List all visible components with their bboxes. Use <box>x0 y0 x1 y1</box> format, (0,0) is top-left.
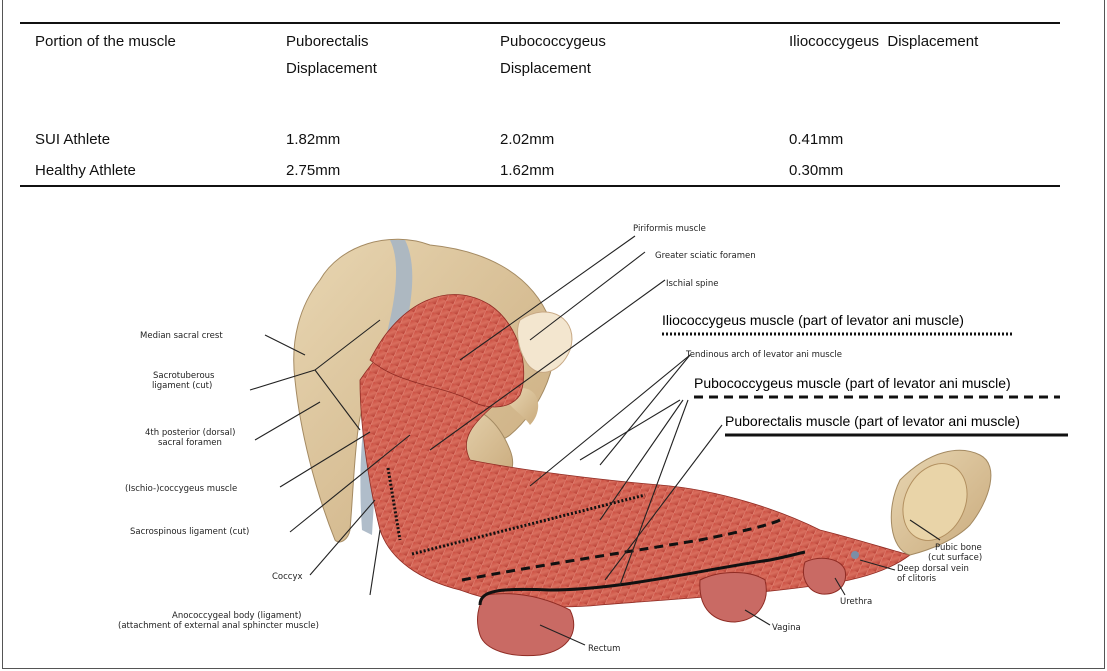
cell-puborectalis: 2.75mm <box>286 157 486 184</box>
cell-pubococcygeus: 2.02mm <box>500 126 700 153</box>
label-pubic-bone-1: Pubic bone <box>935 543 982 553</box>
label-median-sacral: Median sacral crest <box>140 331 223 341</box>
header-iliococcygeus-text: Iliococcygeus Displacement <box>789 28 1059 55</box>
cell-pubococcygeus: 1.62mm <box>500 157 700 184</box>
header-iliococcygeus: Iliococcygeus Displacement <box>789 28 1059 55</box>
table-top-rule <box>20 22 1060 24</box>
label-ischiococcygeus: (Ischio-)coccygeus muscle <box>125 484 237 494</box>
header-pubococcygeus-line1: Pubococcygeus <box>500 28 700 55</box>
pelvic-floor-illustration: Piriformis muscle Greater sciatic forame… <box>100 210 1100 665</box>
header-portion-text: Portion of the muscle <box>35 28 176 55</box>
label-pubic-bone-2: (cut surface) <box>928 553 982 563</box>
header-pubococcygeus-line2: Displacement <box>500 55 700 82</box>
legend-puborectalis: Puborectalis muscle (part of levator ani… <box>725 413 1020 429</box>
label-sacrotuberous-1: Sacrotuberous <box>153 371 215 381</box>
header-puborectalis-line1: Puborectalis <box>286 28 486 55</box>
cell-iliococcygeus: 0.30mm <box>789 157 1059 184</box>
label-tendinous-arch: Tendinous arch of levator ani muscle <box>685 350 842 360</box>
legend-iliococcygeus: Iliococcygeus muscle (part of levator an… <box>662 312 964 328</box>
label-ischial-spine: Ischial spine <box>666 279 718 289</box>
label-anococcygeal-1: Anococcygeal body (ligament) <box>172 611 301 621</box>
label-anococcygeal-2: (attachment of external anal sphincter m… <box>118 621 319 631</box>
deep-dorsal-vein <box>851 551 859 559</box>
label-deep-dorsal-2: of clitoris <box>897 574 937 584</box>
urethra <box>804 558 846 594</box>
table-bottom-rule <box>20 185 1060 187</box>
label-sacral-foramen-1: 4th posterior (dorsal) <box>145 428 235 438</box>
label-piriformis: Piriformis muscle <box>633 224 706 234</box>
cell-puborectalis: 1.82mm <box>286 126 486 153</box>
row-label: Healthy Athlete <box>35 157 136 184</box>
cell-iliococcygeus: 0.41mm <box>789 126 1059 153</box>
label-greater-sciatic: Greater sciatic foramen <box>655 251 756 261</box>
vagina <box>700 573 766 623</box>
label-deep-dorsal-1: Deep dorsal vein <box>897 564 969 574</box>
label-urethra: Urethra <box>840 597 872 607</box>
legend-pubococcygeus: Pubococcygeus muscle (part of levator an… <box>694 375 1011 391</box>
label-rectum: Rectum <box>588 644 620 654</box>
label-coccyx: Coccyx <box>272 572 303 582</box>
label-sacrospinous: Sacrospinous ligament (cut) <box>130 527 249 537</box>
row-label: SUI Athlete <box>35 126 110 153</box>
label-sacrotuberous-2: ligament (cut) <box>152 381 212 391</box>
label-sacral-foramen-2: sacral foramen <box>158 438 222 448</box>
pelvic-floor-svg: Piriformis muscle Greater sciatic forame… <box>100 210 1100 665</box>
header-puborectalis: Puborectalis Displacement <box>286 28 486 82</box>
label-vagina: Vagina <box>772 623 801 633</box>
header-portion: Portion of the muscle <box>35 28 176 55</box>
header-pubococcygeus: Pubococcygeus Displacement <box>500 28 700 82</box>
header-puborectalis-line2: Displacement <box>286 55 486 82</box>
